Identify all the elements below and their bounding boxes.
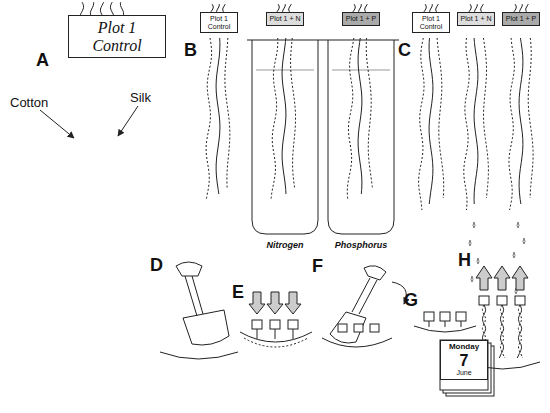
silk-strand: [289, 4, 292, 12]
plot-tag: Plot 1 + N: [266, 12, 304, 26]
silk-strand: [100, 2, 103, 16]
test-tube: [328, 40, 394, 234]
tag-text: Plot 1 + P: [344, 15, 378, 23]
panel-letter: D: [150, 255, 163, 276]
panel-letter: C: [398, 40, 411, 61]
tag-text: Plot 1 Control: [202, 15, 236, 30]
small-tags: [424, 312, 466, 327]
silk-strand: [474, 38, 478, 204]
cotton-strand: [291, 38, 296, 188]
fiber-label: Cotton: [10, 95, 48, 110]
panel-letter: H: [458, 250, 471, 271]
solution-label: Nitrogen: [267, 240, 304, 250]
calendar-text: June: [442, 369, 486, 377]
panel-letter: E: [232, 282, 244, 303]
liquid-level: [256, 70, 314, 71]
cotton-strand: [225, 38, 230, 188]
silk-strand: [520, 4, 523, 12]
small-tags: [479, 296, 525, 305]
cotton-strand: [347, 38, 354, 200]
silk-strand: [359, 4, 362, 12]
calendar-page: Monday7June: [440, 340, 488, 380]
silk-strand: [223, 4, 226, 12]
silk-strand: [424, 4, 426, 12]
silk-strand: [110, 2, 114, 16]
cotton-strand: [518, 305, 522, 358]
test-tube: [252, 40, 318, 234]
silk-strand: [216, 38, 220, 194]
plot-tag: Plot 1 + P: [342, 12, 380, 26]
silk-strand: [282, 38, 286, 194]
plot-tag: Plot 1 Control: [68, 15, 166, 58]
silk-strand: [90, 2, 93, 16]
cotton-strand: [366, 38, 372, 188]
ground: [160, 352, 238, 359]
cotton-strand: [464, 38, 469, 210]
tag-text: Plot 1 Control: [73, 19, 161, 54]
silk-strand: [526, 4, 529, 12]
cotton-strand: [419, 38, 424, 210]
spade: [176, 262, 229, 345]
silk-strand: [469, 4, 471, 12]
spade: [330, 266, 386, 343]
ground: [322, 338, 392, 347]
cotton-strand: [483, 38, 488, 198]
panel-letter: G: [404, 290, 418, 311]
plot-tag: Plot 1 + P: [502, 12, 540, 26]
tube-rim: [323, 40, 399, 41]
soil: [244, 338, 308, 347]
plot-tag: Plot 1 Control: [200, 12, 238, 33]
silk-strand: [481, 4, 484, 12]
cotton-strand: [500, 305, 504, 358]
cotton-strand: [437, 38, 444, 198]
calendar-text: 7: [442, 352, 486, 370]
silk-strand: [519, 38, 523, 204]
tag-text: Plot 1 + P: [504, 15, 538, 23]
calendar-text: Monday: [442, 343, 486, 352]
panel-letter: B: [184, 40, 197, 61]
silk-strand: [283, 4, 286, 12]
silk-strand: [475, 4, 478, 12]
down-arrows: [249, 292, 301, 314]
silk-strand: [277, 4, 279, 12]
silk-strand: [514, 4, 516, 12]
silk-strand: [80, 2, 84, 16]
silk-strand: [120, 2, 123, 16]
silk-strand: [430, 4, 433, 12]
silk-strand: [217, 4, 220, 12]
liquid-level: [332, 70, 390, 71]
silk-strand: [429, 38, 433, 204]
calendar-pages: [440, 340, 494, 396]
silk-strand: [211, 4, 213, 12]
cotton-strand: [271, 38, 278, 200]
silk-strand: [436, 4, 439, 12]
silk-strand: [365, 4, 368, 12]
silk-strand: [358, 38, 362, 194]
small-tags: [338, 324, 379, 332]
cotton-strand: [528, 38, 533, 198]
panel-letter: F: [312, 256, 323, 277]
leader-arrow: [118, 106, 138, 136]
solution-label: Phosphorus: [335, 240, 388, 250]
tag-text: Plot 1 + N: [268, 15, 302, 23]
tube-rim: [247, 40, 323, 41]
up-arrows: [476, 266, 528, 290]
leader-arrow: [40, 110, 74, 138]
panel-letter: A: [36, 50, 49, 71]
ground: [414, 326, 476, 332]
ground: [240, 332, 312, 342]
small-tags: [252, 320, 298, 339]
tag-text: Plot 1 Control: [414, 15, 448, 30]
plot-tag: Plot 1 + N: [457, 12, 495, 26]
fiber-label: Silk: [130, 90, 151, 105]
plot-tag: Plot 1 Control: [412, 12, 450, 33]
tag-text: Plot 1 + N: [459, 15, 493, 23]
cotton-strand: [509, 38, 514, 210]
cotton-strand: [206, 38, 212, 200]
silk-strand: [353, 4, 355, 12]
